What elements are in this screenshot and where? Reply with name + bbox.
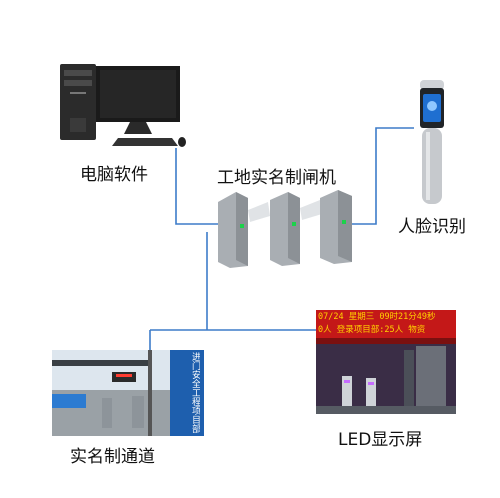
turnstile-gates-illustration bbox=[216, 186, 358, 268]
wire-face-to-gate bbox=[352, 127, 414, 225]
label-site-gate: 工地实名制闸机 bbox=[217, 168, 336, 188]
label-led-display: LED显示屏 bbox=[338, 430, 423, 450]
channel-side-banner: 进门安全工程项目部 bbox=[190, 352, 200, 433]
label-computer-software: 电脑软件 bbox=[80, 165, 148, 185]
label-real-name-channel: 实名制通道 bbox=[70, 447, 155, 467]
wire-computer-to-gate bbox=[175, 148, 222, 225]
led-display-photo: 07/24 星期三 09时21分49秒 0人 登录项目部:25人 物资 bbox=[316, 310, 456, 414]
led-line-2: 0人 登录项目部:25人 物资 bbox=[318, 325, 426, 335]
face-recognition-terminal bbox=[414, 80, 452, 206]
label-face-recognition: 人脸识别 bbox=[398, 217, 466, 237]
channel-photo: 进门安全工程项目部 bbox=[52, 350, 204, 436]
led-line-1: 07/24 星期三 09时21分49秒 bbox=[318, 312, 436, 322]
led-screen: 07/24 星期三 09时21分49秒 0人 登录项目部:25人 物资 bbox=[316, 310, 456, 338]
computer-illustration bbox=[56, 58, 188, 148]
